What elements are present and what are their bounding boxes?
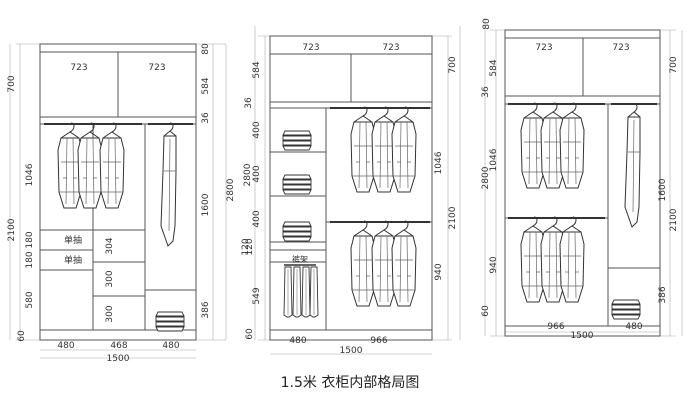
dim-left: 1046 <box>25 163 35 186</box>
dim-bottom: 966 <box>370 336 387 346</box>
diagram-3 <box>484 18 683 337</box>
dim-left: 60 <box>481 305 491 317</box>
hanging-dress-icon <box>160 122 177 247</box>
dim-right: 36 <box>201 112 211 124</box>
dim-right: 1600 <box>658 178 668 201</box>
dim-left: 60 <box>245 328 255 340</box>
dim-outer-left: 2800 <box>481 166 491 189</box>
dim-left: 120 <box>245 238 255 255</box>
hanging-clothes-icon <box>57 122 125 209</box>
diagram-1 <box>9 43 227 359</box>
dim-inner: 300 <box>105 270 115 287</box>
dim-inner: 300 <box>105 305 115 322</box>
dim-right: 2800 <box>226 178 236 201</box>
dim-left: 549 <box>252 287 262 304</box>
dim-right: 1046 <box>434 151 444 174</box>
hanging-clothes-icon <box>350 106 417 307</box>
top-cell-width: 723 <box>148 63 165 73</box>
dim-right: 1600 <box>201 193 211 216</box>
drawer-label: 单抽 <box>64 254 82 266</box>
dim-left: 180 <box>25 231 35 248</box>
folded-clothes-icon <box>155 311 185 332</box>
dim-left: 400 <box>252 121 262 138</box>
dim-bottom: 480 <box>625 322 642 332</box>
dim-left: 580 <box>25 291 35 308</box>
top-cell-width: 723 <box>70 63 87 73</box>
drawer-label: 单抽 <box>64 234 82 246</box>
dim-left: 400 <box>252 165 262 182</box>
diagram-title: 1.5米 衣柜内部格局图 <box>280 375 420 391</box>
trousers-rack-icon <box>283 266 319 318</box>
hanging-clothes-icon <box>520 102 585 303</box>
dim-inner: 304 <box>105 237 115 254</box>
dim-left: 400 <box>252 210 262 227</box>
dim-right: 80 <box>201 43 211 55</box>
dim-left: 700 <box>7 75 17 92</box>
dim-left: 36 <box>244 97 254 109</box>
dim-left: 180 <box>25 251 35 268</box>
dim-bottom: 480 <box>162 341 179 351</box>
dim-left: 1046 <box>489 148 499 171</box>
dim-bottom: 966 <box>547 322 564 332</box>
dim-bottom: 480 <box>57 341 74 351</box>
dim-right: 700 <box>448 56 458 73</box>
dim-left: 120 <box>241 238 251 255</box>
trousers-rack-label: 裤架 <box>292 254 308 264</box>
dim-right: 700 <box>669 56 679 73</box>
top-cell-width: 723 <box>302 43 319 53</box>
dim-bottom: 480 <box>289 336 306 346</box>
dim-right: 2100 <box>448 206 458 229</box>
dim-left: 80 <box>482 18 492 30</box>
dim-right: 2100 <box>669 208 679 231</box>
folded-clothes-icon <box>611 299 641 320</box>
dim-right: 386 <box>658 286 668 303</box>
dim-left: 36 <box>481 86 491 98</box>
dim-right: 386 <box>201 301 211 318</box>
dim-left: 584 <box>489 59 499 76</box>
dim-left: 584 <box>252 61 262 78</box>
dim-right: 940 <box>434 263 444 280</box>
dim-left: 2100 <box>7 218 17 241</box>
dim-total: 1500 <box>340 346 363 356</box>
dim-total: 1500 <box>107 354 130 364</box>
top-cell-width: 723 <box>382 43 399 53</box>
dim-left: 60 <box>17 330 27 342</box>
dim-left: 940 <box>489 256 499 273</box>
dim-outer-left: 2800 <box>243 163 253 186</box>
diagram-2 <box>254 26 461 355</box>
top-cell-width: 723 <box>612 43 629 53</box>
top-cell-width: 723 <box>535 43 552 53</box>
folded-clothes-icon <box>282 130 312 242</box>
dim-bottom: 468 <box>110 341 127 351</box>
hanging-dress-icon <box>624 103 641 228</box>
dim-right: 584 <box>201 77 211 94</box>
dim-total: 1500 <box>571 331 594 341</box>
